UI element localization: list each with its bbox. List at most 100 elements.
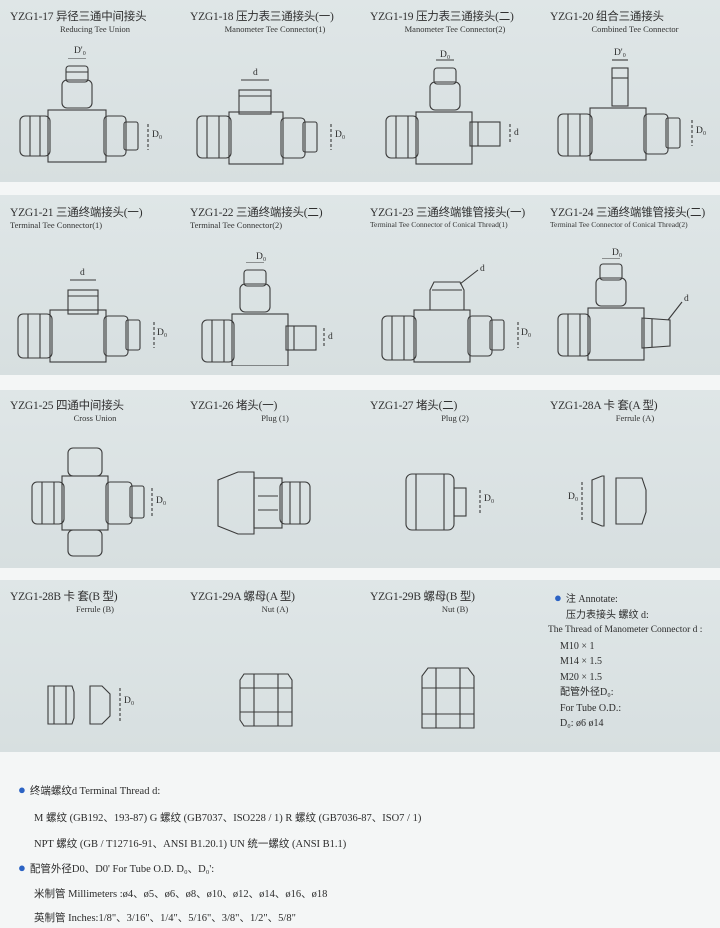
drawing-combined-tee: D'₀ D₀ <box>556 48 716 168</box>
label-d0: D₀ <box>568 492 579 502</box>
drawing-ferrule-b: D₀ <box>44 682 154 728</box>
label-d0: D₀ <box>256 252 267 262</box>
item-yzg1-27: YZG1-27 堵头(二) Plug (2) <box>370 397 550 423</box>
item-code: YZG1-28B 卡 套(B 型) <box>10 591 118 603</box>
item-code: YZG1-28A 卡 套(A 型) <box>550 400 658 412</box>
item-subtitle: Combined Tee Connector <box>591 24 679 34</box>
label-d: d <box>253 68 258 78</box>
item-yzg1-22: YZG1-22 三通终端接头(二) Terminal Tee Connector… <box>190 204 370 230</box>
drawing-reducing-tee-union: D'₀ D₀ <box>18 46 178 168</box>
item-code: YZG1-23 三通终端锥管接头(一) <box>370 207 525 219</box>
item-subtitle: Nut (A) <box>261 604 289 614</box>
annotate-thread-3: M20 × 1.5 <box>560 671 603 683</box>
item-yzg1-17: YZG1-17 异径三通中间接头 Reducing Tee Union <box>10 8 190 34</box>
annotate-tube-en: For Tube O.D.: <box>560 702 622 714</box>
row-band-1 <box>0 0 720 182</box>
item-yzg1-26: YZG1-26 堵头(一) Plug (1) <box>190 397 370 423</box>
item-yzg1-25: YZG1-25 四通中间接头 Cross Union <box>10 397 190 423</box>
item-yzg1-24: YZG1-24 三通终端锥管接头(二) Terminal Tee Connect… <box>550 204 720 229</box>
row-band-4 <box>0 580 720 752</box>
item-subtitle: Terminal Tee Connector of Conical Thread… <box>550 220 688 229</box>
label-d0: D₀ <box>440 50 451 60</box>
item-subtitle: Ferrule (A) <box>615 413 655 423</box>
drawing-plug-2: D₀ <box>402 470 512 540</box>
label-d0: D₀ <box>335 130 346 140</box>
item-code: YZG1-17 异径三通中间接头 <box>10 11 147 23</box>
item-subtitle: Terminal Tee Connector of Conical Thread… <box>370 220 508 229</box>
item-subtitle: Manometer Tee Connector(1) <box>224 24 326 34</box>
bullet-icon: ● <box>554 590 562 605</box>
label-d0: D₀ <box>124 696 135 706</box>
bullet-icon: ● <box>18 782 26 797</box>
item-yzg1-18: YZG1-18 压力表三通接头(一) Manometer Tee Connect… <box>190 8 370 34</box>
label-d: d <box>480 264 485 274</box>
label-d0: D₀ <box>156 496 167 506</box>
item-code: YZG1-21 三通终端接头(一) <box>10 207 143 219</box>
annotate-tube-cn: 配管外径D₀: <box>560 687 614 698</box>
terminal-thread-title: 终端螺纹d Terminal Thread d: <box>29 786 161 797</box>
label-d0: D₀ <box>157 328 168 338</box>
bullet-icon: ● <box>18 860 26 875</box>
label-d0: D₀ <box>484 494 495 504</box>
label-d: d <box>514 128 519 138</box>
drawing-nut-b <box>418 664 488 734</box>
tube-inches: 英制管 Inches:1/8"、3/16"、1/4"、5/16"、3/8"、1/… <box>34 913 296 924</box>
drawing-terminal-tee-conical-1: d D₀ <box>380 262 540 366</box>
annotate-thread-1: M10 × 1 <box>560 640 595 652</box>
drawing-ferrule-a: D₀ <box>568 474 706 530</box>
drawing-terminal-tee-1: d D₀ <box>14 262 174 366</box>
annotate-tube-vals: D₀: ø6 ø14 <box>560 718 604 729</box>
label-d0: D₀ <box>521 328 532 338</box>
item-subtitle: Manometer Tee Connector(2) <box>404 24 506 34</box>
tube-millimeters: 米制管 Millimeters :ø4、ø5、ø6、ø8、ø10、ø12、ø14… <box>34 889 328 900</box>
item-yzg1-28b: YZG1-28B 卡 套(B 型) Ferrule (B) <box>10 588 190 614</box>
item-subtitle: Cross Union <box>73 413 117 423</box>
annotate-title: 注 Annotate: <box>565 594 618 605</box>
item-subtitle: Plug (1) <box>261 413 289 423</box>
item-code: YZG1-25 四通中间接头 <box>10 400 124 412</box>
drawing-manometer-tee-1: d D₀ <box>195 66 355 176</box>
item-yzg1-29a: YZG1-29A 螺母(A 型) Nut (A) <box>190 588 370 614</box>
item-yzg1-28a: YZG1-28A 卡 套(A 型) Ferrule (A) <box>550 397 720 423</box>
item-code: YZG1-27 堵头(二) <box>370 400 458 412</box>
drawing-nut-a <box>236 668 306 732</box>
item-subtitle: Reducing Tee Union <box>59 24 131 34</box>
thread-standards-line-1: M 螺纹 (GB192、193-87) G 螺纹 (GB7037、ISO228 … <box>34 813 422 824</box>
drawing-plug-1 <box>214 468 324 538</box>
item-subtitle: Nut (B) <box>441 604 469 614</box>
label-d: d <box>80 268 85 278</box>
item-code: YZG1-19 压力表三通接头(二) <box>370 11 514 23</box>
item-code: YZG1-22 三通终端接头(二) <box>190 207 323 219</box>
label-d0-prime: D'₀ <box>614 48 626 58</box>
tube-od-title: 配管外径D0、D0' For Tube O.D. D₀、D₀': <box>29 864 215 875</box>
drawing-terminal-tee-2: D₀ d <box>200 252 360 366</box>
item-code: YZG1-18 压力表三通接头(一) <box>190 11 334 23</box>
item-subtitle: Terminal Tee Connector(2) <box>190 220 283 230</box>
label-d: d <box>684 294 689 304</box>
item-subtitle: Plug (2) <box>441 413 469 423</box>
item-yzg1-29b: YZG1-29B 螺母(B 型) Nut (B) <box>370 588 550 614</box>
annotate-en: The Thread of Manometer Connector d : <box>548 625 703 635</box>
label-d0: D₀ <box>696 126 707 136</box>
item-code: YZG1-29A 螺母(A 型) <box>190 591 295 603</box>
drawing-manometer-tee-2: D₀ d <box>382 50 542 168</box>
item-yzg1-19: YZG1-19 压力表三通接头(二) Manometer Tee Connect… <box>370 8 550 34</box>
label-d0-prime: D'₀ <box>74 46 86 56</box>
annotate-cn: 压力表接头 螺纹 d: <box>566 609 649 621</box>
footer-notes: ●终端螺纹d Terminal Thread d: M 螺纹 (GB192、19… <box>0 752 720 928</box>
item-code: YZG1-20 组合三通接头 <box>550 11 664 23</box>
row-band-2 <box>0 195 720 375</box>
item-yzg1-20: YZG1-20 组合三通接头 Combined Tee Connector <box>550 8 720 34</box>
label-d: d <box>328 332 333 342</box>
row-band-3 <box>0 390 720 568</box>
annotate-block: ●注 Annotate: 压力表接头 螺纹 d: The Thread of M… <box>548 590 720 732</box>
annotate-thread-2: M14 × 1.5 <box>560 656 603 667</box>
item-code: YZG1-29B 螺母(B 型) <box>370 591 475 603</box>
item-subtitle: Ferrule (B) <box>75 604 114 614</box>
item-yzg1-23: YZG1-23 三通终端锥管接头(一) Terminal Tee Connect… <box>370 204 550 229</box>
drawing-terminal-tee-conical-2: D₀ d <box>556 248 716 362</box>
item-subtitle: Terminal Tee Connector(1) <box>10 220 103 230</box>
item-code: YZG1-24 三通终端锥管接头(二) <box>550 207 705 219</box>
item-yzg1-21: YZG1-21 三通终端接头(一) Terminal Tee Connector… <box>10 204 190 230</box>
label-d0: D₀ <box>612 248 623 258</box>
